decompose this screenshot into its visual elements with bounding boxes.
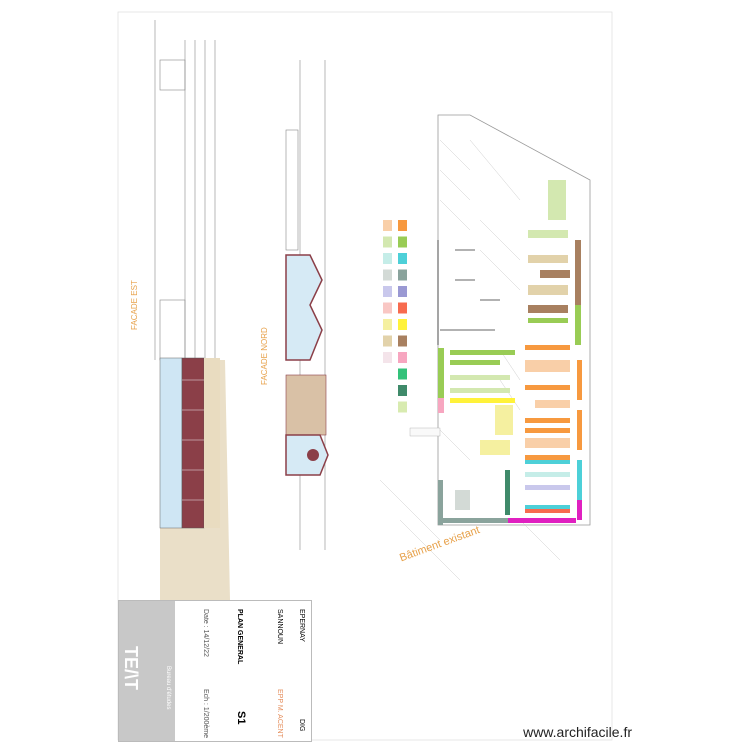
- floor-plan: [379, 114, 591, 581]
- elevation-left-glazing: [159, 357, 183, 529]
- elevation-mid-gables: [285, 254, 323, 361]
- elevation-mid-cladding: [285, 374, 327, 436]
- legend-swatch: [398, 253, 407, 264]
- legend-swatch: [398, 302, 407, 314]
- title-block: TE/\T Bureau d'études Date : 14/12/22 Ec…: [118, 600, 312, 742]
- legend-swatch: [398, 220, 407, 231]
- legend-swatch: [383, 302, 392, 314]
- sheet-number: S1: [235, 711, 247, 725]
- date: Date : 14/12/22: [202, 609, 209, 657]
- legend-swatch: [398, 286, 407, 297]
- client-name: EPP M. ACENT: [276, 689, 283, 738]
- elevation-mid-oculus: [307, 449, 319, 461]
- legend-swatch: [383, 220, 392, 231]
- legend-swatch: [398, 236, 407, 248]
- elevation-mid-label: FACADE NORD: [260, 327, 269, 385]
- elevation-left-cladding: [181, 357, 205, 529]
- legend-swatch: [383, 352, 392, 363]
- office-text: Bureau d'études: [165, 666, 171, 710]
- elevation-left-ground-strip: [204, 358, 220, 528]
- legend-swatch: [383, 236, 392, 248]
- legend-swatch: [383, 319, 392, 330]
- legend-swatch: [398, 368, 407, 380]
- scale: Ech : 1/200ème: [202, 689, 209, 739]
- elevation-left-label: FACADE EST: [130, 280, 139, 330]
- legend-swatch: [398, 385, 407, 396]
- legend-swatch: [383, 335, 392, 347]
- legend-swatch: [398, 269, 407, 281]
- project-name: SANNOUN: [276, 609, 283, 645]
- legend-swatch: [383, 286, 392, 297]
- elevation-left: [154, 20, 216, 361]
- legend-swatch: [398, 352, 407, 363]
- legend-swatch: [383, 253, 392, 264]
- legend-swatch: [383, 269, 392, 281]
- legend-swatch: [398, 319, 407, 330]
- color-legend: [383, 220, 407, 413]
- city: EPERNAY: [298, 609, 305, 642]
- logo-background: [119, 601, 175, 741]
- logo: TE/\T: [121, 646, 141, 690]
- document-code: DIG: [298, 719, 305, 732]
- legend-swatch: [398, 401, 407, 413]
- legend-swatch: [398, 335, 407, 347]
- sheet-title: PLAN GENERAL: [236, 609, 243, 665]
- watermark: www.archifacile.fr: [523, 724, 632, 740]
